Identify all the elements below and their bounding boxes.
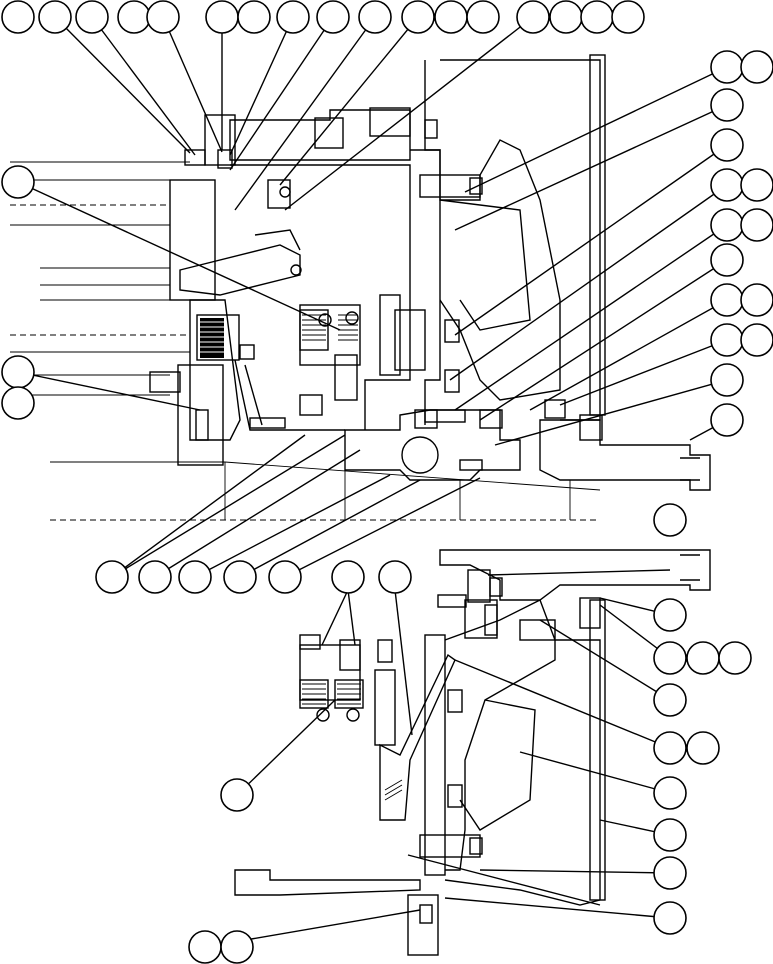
callout-balloon [146, 0, 180, 34]
callout-balloon [378, 560, 412, 594]
lower-springs [299, 634, 396, 746]
callout-balloon [268, 560, 302, 594]
callout-balloon [466, 0, 500, 34]
callout-balloon [188, 930, 222, 964]
callout-balloon [740, 50, 773, 84]
output-flange [224, 399, 711, 520]
callout-balloon [653, 776, 687, 810]
callout-balloon [710, 168, 744, 202]
lower-disc [407, 599, 606, 906]
callout-balloon [401, 0, 435, 34]
upper-assembly [10, 54, 711, 521]
callout-balloon [740, 208, 773, 242]
callout-balloon [710, 283, 744, 317]
callout-balloon [740, 168, 773, 202]
callout-balloon [1, 386, 35, 420]
callout-balloon [740, 283, 773, 317]
callout-balloon [75, 0, 109, 34]
callout-balloon [710, 208, 744, 242]
callout-balloon [220, 778, 254, 812]
shaft-lines [10, 161, 600, 521]
callout-balloon [205, 0, 239, 34]
callout-balloon [653, 856, 687, 890]
pressure-plate [229, 107, 426, 430]
callout-balloon [710, 323, 744, 357]
callout-balloon [653, 598, 687, 632]
callout-balloon [653, 818, 687, 852]
lower-bracket [234, 869, 439, 956]
callout-balloon [740, 323, 773, 357]
callout-balloon [710, 88, 744, 122]
callout-balloon [710, 363, 744, 397]
coil-block [196, 314, 255, 361]
callout-balloon [276, 0, 310, 34]
callout-balloon [580, 0, 614, 34]
callout-balloon [516, 0, 550, 34]
callout-balloon [653, 641, 687, 675]
callout-balloon [653, 901, 687, 935]
callout-balloon [653, 731, 687, 765]
callout-balloon [653, 503, 687, 537]
callout-balloon [117, 0, 151, 34]
callout-balloon [220, 930, 254, 964]
callout-balloon [178, 560, 212, 594]
release-lever [179, 229, 345, 431]
flywheel-disc [410, 54, 606, 425]
callout-balloon [611, 0, 645, 34]
callout-balloon [718, 641, 752, 675]
callout-balloon [710, 50, 744, 84]
callout-balloon [38, 0, 72, 34]
release-bearing [344, 409, 521, 481]
lower-assembly [234, 549, 711, 956]
leader-lines [17, 16, 728, 948]
lower-lever [379, 653, 456, 821]
callout-balloon [653, 683, 687, 717]
callout-balloon [549, 0, 583, 34]
callout-balloon [710, 128, 744, 162]
callout-balloon [237, 0, 271, 34]
callout-balloon [223, 560, 257, 594]
callout-balloon [95, 560, 129, 594]
callout-balloon [710, 403, 744, 437]
callout-balloon [1, 0, 35, 34]
callout-balloon [316, 0, 350, 34]
callout-balloon [686, 641, 720, 675]
callout-balloon [434, 0, 468, 34]
callout-balloon [710, 243, 744, 277]
callout-balloon [686, 731, 720, 765]
callout-balloon [138, 560, 172, 594]
housing-left [149, 114, 241, 466]
callout-balloon [1, 165, 35, 199]
callout-balloon [358, 0, 392, 34]
callout-balloon [331, 560, 365, 594]
callout-balloon [1, 355, 35, 389]
